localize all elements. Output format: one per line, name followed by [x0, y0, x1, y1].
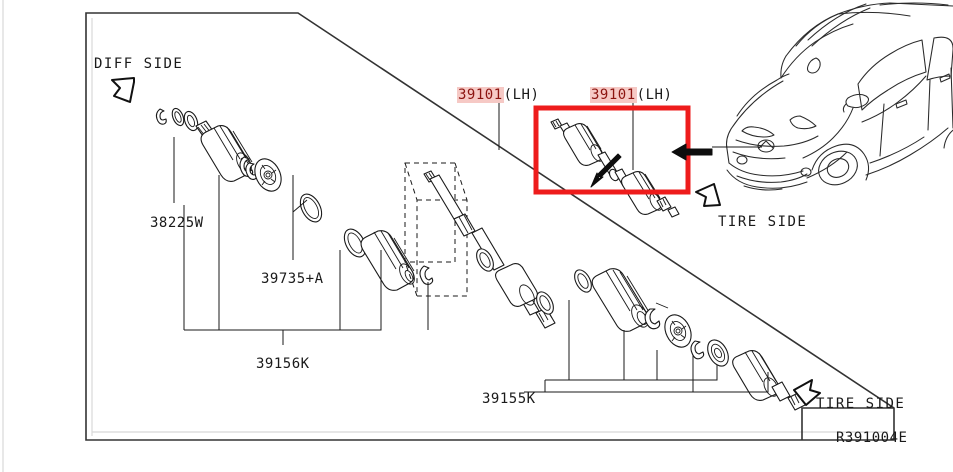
vehicle-illustration	[725, 2, 953, 191]
tire-side-lower-arrow	[793, 379, 821, 406]
part-side-suffix: (LH)	[503, 87, 540, 103]
diff-side-arrow	[111, 77, 135, 103]
diagram-frame	[85, 12, 895, 441]
part-number-highlight: 39101	[457, 87, 504, 103]
highlighted-drive-shaft-assembly	[550, 118, 680, 218]
diff-side-cv-joint-assembly	[155, 107, 323, 223]
tire-side-upper-arrow	[695, 183, 721, 207]
page-guides	[2, 0, 888, 472]
orientation-arrows	[111, 77, 821, 406]
part-label-39101-left[interactable]: 39101(LH)	[457, 87, 539, 103]
part-label-38225w[interactable]: 38225W	[150, 215, 204, 231]
tire-side-cv-joint-assembly	[574, 268, 810, 411]
dashed-reference-box	[404, 162, 468, 297]
part-label-39101-right[interactable]: 39101(LH)	[590, 87, 672, 103]
leader-lines	[173, 98, 769, 393]
boot-39156k-assembly	[343, 228, 434, 291]
tire-side-lower-label: TIRE SIDE	[816, 396, 906, 412]
center-shaft-assembly	[423, 170, 556, 329]
diff-side-label: DIFF SIDE	[94, 56, 184, 72]
drawing-number: R391004E	[836, 430, 908, 446]
tire-side-upper-label: TIRE SIDE	[718, 214, 808, 230]
part-side-suffix: (LH)	[636, 87, 673, 103]
part-label-39156k[interactable]: 39156K	[256, 356, 310, 372]
part-number-highlight: 39101	[590, 87, 637, 103]
part-label-39735a[interactable]: 39735+A	[261, 271, 324, 287]
direction-arrows	[590, 143, 713, 188]
part-label-39155k[interactable]: 39155K	[482, 391, 536, 407]
